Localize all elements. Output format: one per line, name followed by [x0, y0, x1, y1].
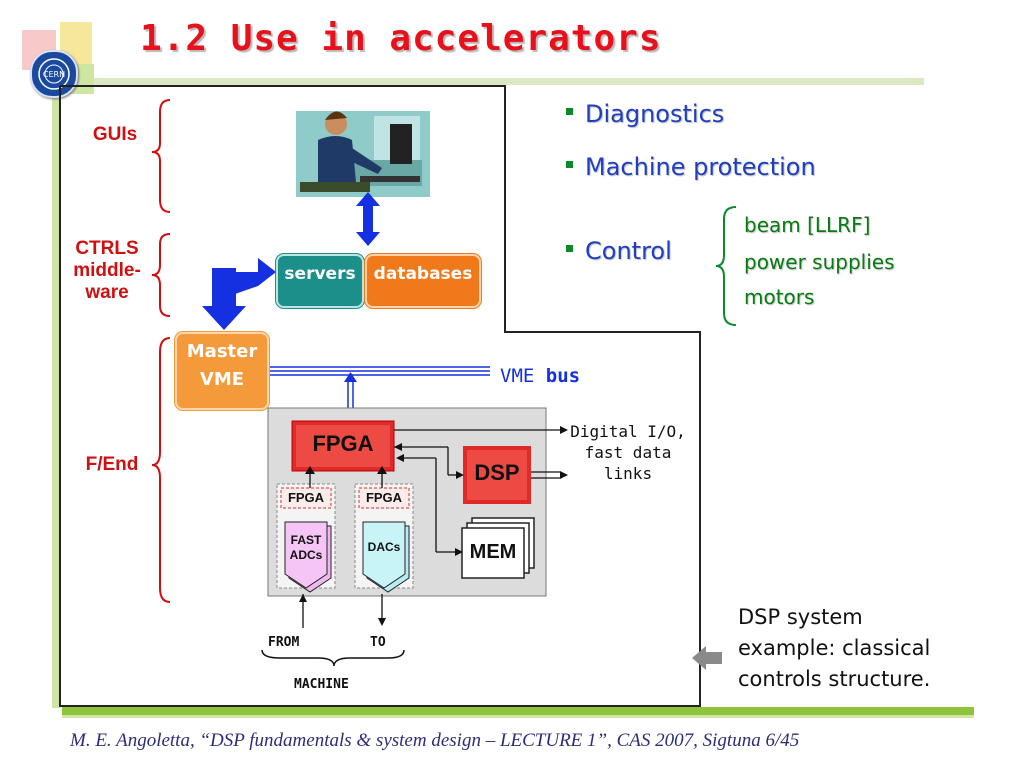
vme-bus-lines: [265, 366, 490, 376]
cern-logo-text: CERN: [43, 70, 65, 79]
arrowhead-icon: [396, 454, 404, 462]
control-item-power-supplies: power supplies: [744, 250, 895, 274]
bullet-square-icon: [566, 160, 573, 168]
bottom-accent-bar: [62, 707, 974, 715]
mem-label: MEM: [469, 541, 517, 563]
servers-label: servers: [284, 264, 356, 284]
bullet-diagnostics: Diagnostics: [566, 100, 724, 128]
fpga-small-1-label: FPGA: [287, 490, 325, 505]
brace-ctrls-icon: [151, 233, 171, 317]
dacs-box: [362, 521, 406, 589]
arrowhead-icon: [455, 548, 463, 556]
master-label: Master: [186, 341, 258, 362]
layer-label-line: middle-: [73, 259, 141, 281]
left-accent-bar: [52, 78, 61, 708]
arrowhead-icon: [560, 471, 568, 479]
arrowhead-icon: [394, 443, 402, 451]
bullet-control: Control: [566, 237, 672, 265]
caption-line: example: classical: [738, 636, 931, 660]
digital-io-line: links: [603, 464, 653, 483]
master-vme-box: Master VME: [175, 332, 269, 410]
cern-logo-icon: CERN: [30, 50, 78, 98]
dacs-label: DACs: [367, 540, 401, 554]
vme-bus-label: VME bus: [500, 365, 580, 387]
machine-label: MACHINE: [294, 677, 349, 692]
bullet-square-icon: [566, 244, 573, 252]
gui-servers-double-arrow-icon: [356, 192, 380, 246]
servers-box: servers: [276, 254, 364, 308]
fast-adcs-line: FAST: [290, 533, 322, 547]
bus-word: bus: [545, 365, 581, 387]
caption-pointer-arrow-icon: [692, 646, 722, 670]
digital-io-line: Digital I/O,: [570, 422, 686, 441]
dsp-label: DSP: [474, 460, 520, 485]
vme-label: VME: [199, 369, 245, 390]
page-title: 1.2 Use in accelerators: [140, 18, 662, 59]
vme-bus-word: VME: [500, 365, 535, 387]
fpga-small-1-box: [280, 487, 332, 509]
layer-label-ctrls: CTRLS middle- ware: [62, 238, 152, 304]
databases-label: databases: [373, 264, 473, 284]
layer-label-fend: F/End: [85, 454, 139, 475]
top-accent-bar: [70, 78, 924, 85]
user-at-computer-icon: [296, 111, 430, 197]
machine-brace-icon: [261, 649, 405, 667]
brace-fend-icon: [151, 337, 171, 603]
layer-label-guis: GUIs: [92, 124, 138, 145]
brace-guis-icon: [151, 99, 171, 213]
digital-io-line: fast data: [584, 443, 672, 462]
master-servers-elbow-arrow-icon: [202, 258, 276, 330]
caption-line: controls structure.: [738, 667, 931, 691]
arrowhead-icon: [305, 466, 315, 474]
fast-adcs-line: ADCs: [289, 548, 323, 562]
bullet-label: Control: [585, 237, 672, 265]
control-brace-icon: [715, 206, 737, 326]
to-label: TO: [370, 635, 386, 650]
bullet-label: Machine protection: [585, 153, 816, 181]
control-item-beam: beam [LLRF]: [744, 213, 871, 237]
arrowhead-icon: [299, 594, 307, 602]
bullet-machine-protection: Machine protection: [566, 153, 816, 181]
layer-label-line: CTRLS: [75, 238, 139, 259]
arrowhead-icon: [377, 466, 387, 474]
footer-citation: M. E. Angoletta, “DSP fundamentals & sys…: [70, 730, 800, 751]
layer-label-line: ware: [85, 281, 129, 303]
fpga-main-label: FPGA: [312, 431, 374, 456]
fpga-small-2-label: FPGA: [365, 490, 403, 505]
arrowhead-icon: [456, 471, 464, 479]
arrowhead-icon: [378, 618, 386, 626]
bullet-label: Diagnostics: [585, 100, 725, 128]
digital-io-label: Digital I/O, fast data links: [568, 421, 688, 484]
databases-box: databases: [365, 254, 481, 308]
arrowhead-icon: [560, 426, 568, 434]
diagram-caption: DSP system example: classical controls s…: [738, 602, 930, 695]
mem-box: [461, 527, 525, 579]
from-label: FROM: [268, 635, 300, 650]
control-item-motors: motors: [744, 285, 815, 309]
fpga-small-2-box: [358, 487, 410, 509]
caption-line: DSP system: [738, 605, 863, 629]
fast-adcs-label: FAST ADCs: [285, 533, 327, 563]
bullet-square-icon: [566, 107, 573, 115]
fast-adcs-box: [284, 521, 328, 589]
